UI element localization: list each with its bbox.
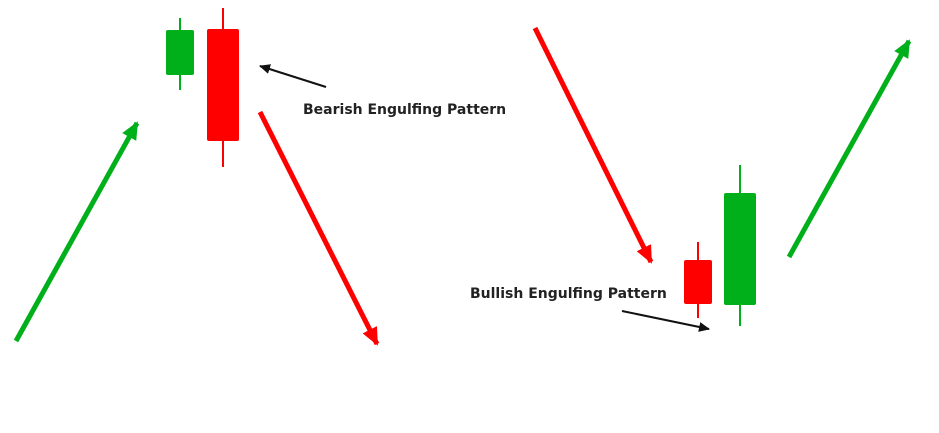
small-bullish-candle — [166, 18, 194, 90]
large-bullish-candle — [724, 165, 756, 326]
uptrend-arrow — [786, 39, 912, 259]
candle-body — [166, 30, 194, 75]
uptrend-arrow — [13, 121, 140, 343]
candle-body — [207, 29, 239, 141]
candle-body — [724, 193, 756, 305]
bearish-pointer-arrow — [259, 64, 327, 88]
bearish-engulfing-group — [13, 8, 380, 346]
bullish-pointer-arrow — [621, 310, 710, 332]
small-bearish-candle — [684, 242, 712, 318]
bullish-engulfing-group — [532, 26, 912, 332]
bullish-pattern-label: Bullish Engulfing Pattern — [470, 286, 667, 302]
large-bearish-candle — [207, 8, 239, 167]
candle-body — [684, 260, 712, 304]
downtrend-arrow — [532, 26, 654, 264]
bearish-pattern-label: Bearish Engulfing Pattern — [303, 102, 507, 118]
downtrend-arrow — [257, 110, 380, 346]
